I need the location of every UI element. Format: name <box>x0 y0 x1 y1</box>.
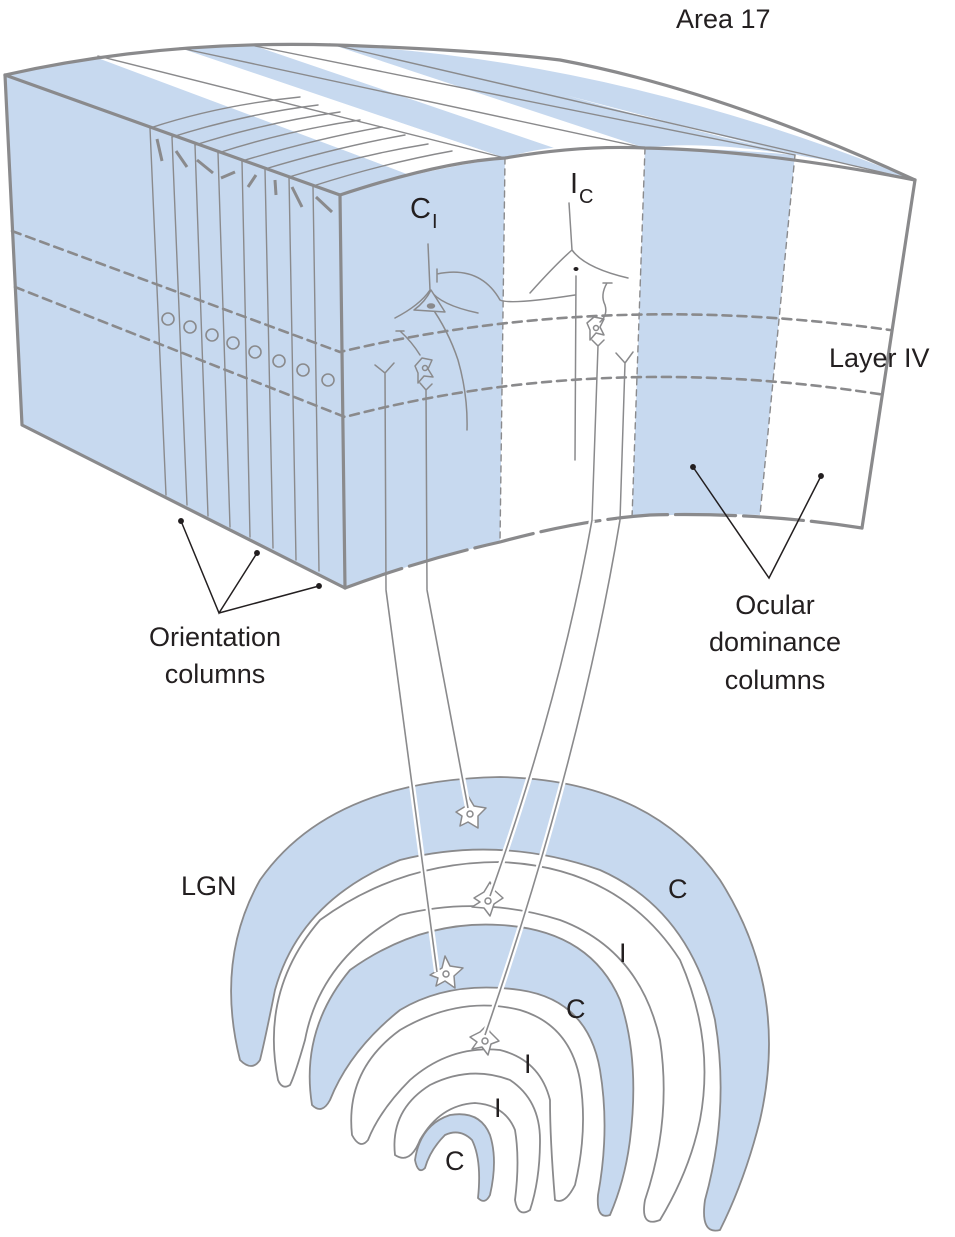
front-face-left <box>5 75 345 588</box>
lgn-layer-label: I <box>524 1049 532 1079</box>
lgn-layer-label: C <box>566 994 586 1024</box>
lgn-layer-label: I <box>619 938 627 968</box>
orientation-column-lines <box>149 127 320 572</box>
svg-text:columns: columns <box>725 665 826 695</box>
top-stripe-lines <box>97 43 916 181</box>
geniculocortical-fibers <box>383 519 623 1036</box>
ipsi-cell-label: I C <box>570 168 593 208</box>
stellate-neuron-icon <box>429 955 464 989</box>
lgn-layer-2-ipsi <box>393 1072 541 1214</box>
orientation-columns-label: Orientation columns <box>149 622 281 689</box>
pyramidal-neuron-icon <box>529 202 629 461</box>
pyramidal-neuron-icon <box>394 243 576 431</box>
svg-text:columns: columns <box>165 659 266 689</box>
ocular-dominance-label: Ocular dominance columns <box>709 590 841 695</box>
block-outline <box>3 42 917 590</box>
orientation-ticks <box>155 138 334 214</box>
lgn-label: LGN <box>181 871 237 901</box>
ocular-pointer <box>690 464 824 580</box>
lgn-layer-4-contra <box>308 923 635 1217</box>
orientation-pointer <box>178 518 322 615</box>
svg-text:C: C <box>579 186 593 208</box>
svg-text:dominance: dominance <box>709 627 841 657</box>
front-face-right-white-1 <box>500 147 645 542</box>
cortex-block <box>3 42 917 591</box>
lgn-layer-5-ipsi <box>272 861 706 1223</box>
lgn-layer-label: C <box>445 1146 465 1176</box>
lgn-layer-1-contra <box>414 1113 495 1202</box>
front-face-right-blue-2 <box>632 148 795 518</box>
top-stripe-white-2 <box>255 44 645 150</box>
front-face-right-white-2 <box>760 155 915 528</box>
lgn-layer-3-ipsi <box>350 1004 584 1202</box>
lgn-layer-6-contra <box>230 776 770 1232</box>
stellate-neuron-icon <box>471 881 504 917</box>
front-face-right-blue-1 <box>340 158 505 588</box>
area-17-label: Area 17 <box>676 4 771 34</box>
svg-text:Orientation: Orientation <box>149 622 281 652</box>
lgn-layer-labels: C I C I I C <box>445 874 688 1176</box>
svg-text:Ocular: Ocular <box>735 590 815 620</box>
lgn <box>230 776 770 1232</box>
axon-terminal-icon <box>374 362 395 591</box>
cortical-neurons <box>374 202 634 591</box>
stellate-neuron-icon <box>586 316 605 521</box>
stellate-neuron-icon <box>395 330 434 591</box>
svg-text:C: C <box>410 193 431 225</box>
lgn-layer-label: C <box>668 874 688 904</box>
svg-text:I: I <box>570 168 578 200</box>
lgn-layer-label: I <box>494 1093 502 1123</box>
svg-text:I: I <box>432 211 438 233</box>
axon-terminal-icon <box>615 351 634 521</box>
ocular-column-boundaries <box>499 147 796 543</box>
contra-cell-label: C I <box>410 193 438 233</box>
cytochrome-blobs <box>161 312 335 387</box>
layer-iv-label: Layer IV <box>829 343 930 373</box>
top-stripe-white-1b <box>98 48 505 176</box>
